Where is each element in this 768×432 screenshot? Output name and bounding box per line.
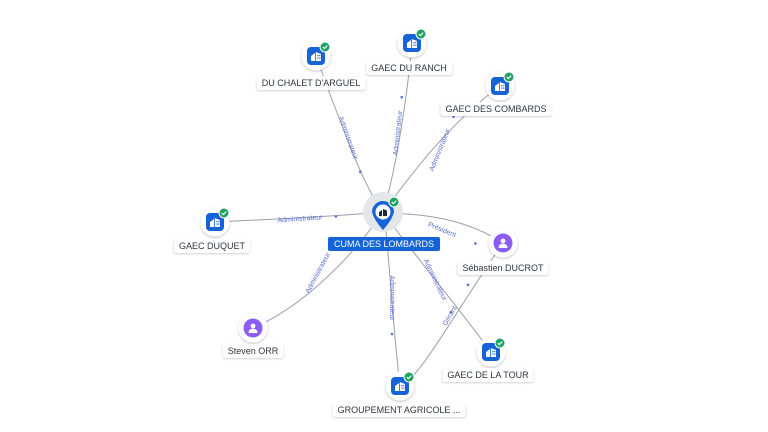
node-ranch[interactable]: [397, 28, 427, 58]
node-label-tour[interactable]: GAEC DE LA TOUR: [442, 368, 534, 382]
check-badge-icon: [415, 28, 427, 40]
edge-label-ranch: Administrateur: [393, 110, 405, 156]
node-chalet[interactable]: [301, 41, 331, 71]
node-orr[interactable]: [238, 313, 268, 343]
edge-arrow-chalet: [359, 170, 362, 174]
node-label-ducrot[interactable]: Sébastien DUCROT: [457, 261, 549, 275]
node-ducrot[interactable]: [488, 228, 518, 258]
edge-label-groupement: Administrateur: [388, 275, 395, 321]
check-badge-icon: [503, 71, 515, 83]
node-duquet[interactable]: [200, 207, 230, 237]
edge-arrow-tour: [449, 311, 453, 314]
nodes-layer: [200, 28, 518, 401]
node-label-groupement[interactable]: GROUPEMENT AGRICOLE ...: [332, 403, 466, 417]
edge-label-duquet: Administrateur: [277, 214, 323, 224]
node-label-combards[interactable]: GAEC DES COMBARDS: [440, 102, 552, 116]
edge-arrow-duquet: [334, 215, 338, 218]
check-badge-icon: [403, 371, 415, 383]
check-mark-icon: [322, 45, 328, 50]
check-mark-icon: [406, 375, 412, 380]
edge-label-tour: Administrateur: [422, 258, 448, 302]
center-node-label[interactable]: CUMA DES LOMBARDS: [327, 237, 441, 251]
center-node[interactable]: [363, 192, 403, 232]
edge-arrow-ranch: [400, 95, 404, 99]
edge-arrow-groupement: [390, 332, 394, 336]
edge-label-chalet: Administrateur: [337, 116, 359, 161]
edge-arrow-gerant: [466, 283, 470, 287]
node-label-ranch[interactable]: GAEC DU RANCH: [366, 61, 452, 75]
check-badge-icon: [319, 41, 331, 53]
check-mark-icon: [391, 200, 397, 205]
check-badge-icon: [388, 196, 400, 208]
edge-arrow-ducrot: [474, 242, 477, 245]
check-mark-icon: [418, 32, 424, 37]
edge-label-orr: Administrateur: [305, 251, 333, 295]
node-tour[interactable]: [476, 337, 506, 367]
node-groupement[interactable]: [385, 371, 415, 401]
center-building-icon: [379, 209, 387, 216]
node-label-chalet[interactable]: DU CHALET D'ARGUEL: [256, 76, 366, 90]
node-combards[interactable]: [485, 71, 515, 101]
node-label-duquet[interactable]: GAEC DUQUET: [173, 239, 251, 253]
check-badge-icon: [218, 207, 230, 219]
check-mark-icon: [221, 211, 227, 216]
check-mark-icon: [497, 341, 503, 346]
check-badge-icon: [494, 337, 506, 349]
check-mark-icon: [506, 75, 512, 80]
node-label-orr[interactable]: Steven ORR: [222, 344, 284, 358]
